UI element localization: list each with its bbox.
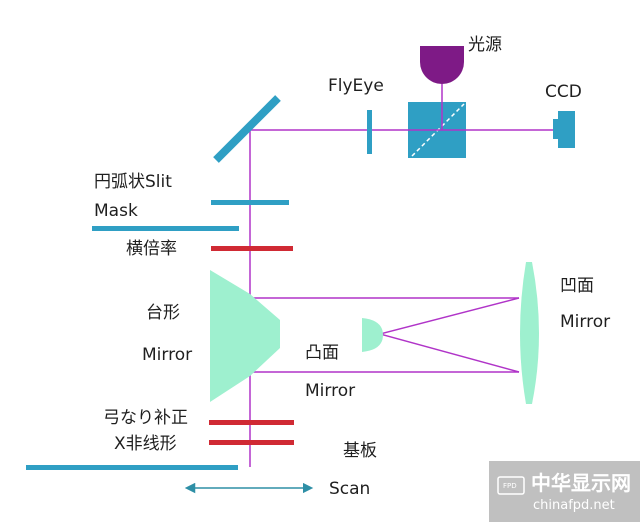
label-trapezoid-mirror: Mirror [142,345,192,365]
convex-mirror [362,318,383,352]
beam-concave-to-convex [379,297,520,335]
label-concave: 凹面 [560,276,594,296]
folding-mirror [213,95,281,163]
mask-plate [92,226,239,231]
fpd-logo-text: FPD [503,482,517,490]
label-substrate: 基板 [343,441,377,461]
label-light-source: 光源 [468,35,502,55]
label-concave-mirror: Mirror [560,312,610,332]
watermark-background [489,461,640,522]
trapezoid-mirror [210,270,280,402]
label-mask: Mask [94,201,138,221]
watermark-name: 中华显示网 [531,471,631,495]
label-convex-mirror: Mirror [305,381,355,401]
label-horizontal-magnification: 横倍率 [126,239,177,259]
ccd-plate [553,119,558,139]
label-arc-slit: 円弧状Slit [94,172,172,192]
flyeye-lens [367,110,372,154]
label-flyeye: FlyEye [328,76,384,96]
label-bow-correction: 弓なり补正 [103,408,188,428]
bow-correction-plate [209,420,294,425]
ccd-sensor [558,111,575,148]
beam-convex-to-concave [379,333,520,373]
arc-slit [211,200,289,205]
watermark-url: chinafpd.net [533,498,615,513]
horizontal-magnification-corrector [211,246,293,251]
label-scan: Scan [329,479,370,499]
label-convex: 凸面 [305,343,339,363]
x-nonlinear-corrector-plate [209,440,294,445]
substrate-plate [26,465,238,470]
watermark: FPD 中华显示网 chinafpd.net [489,461,640,522]
label-trapezoid: 台形 [146,303,180,323]
label-ccd: CCD [545,82,582,102]
light-source-lamp [420,46,464,84]
label-x-nonlinear: X非线形 [114,434,177,454]
concave-mirror [520,262,539,404]
fpd-logo-icon [497,476,525,495]
